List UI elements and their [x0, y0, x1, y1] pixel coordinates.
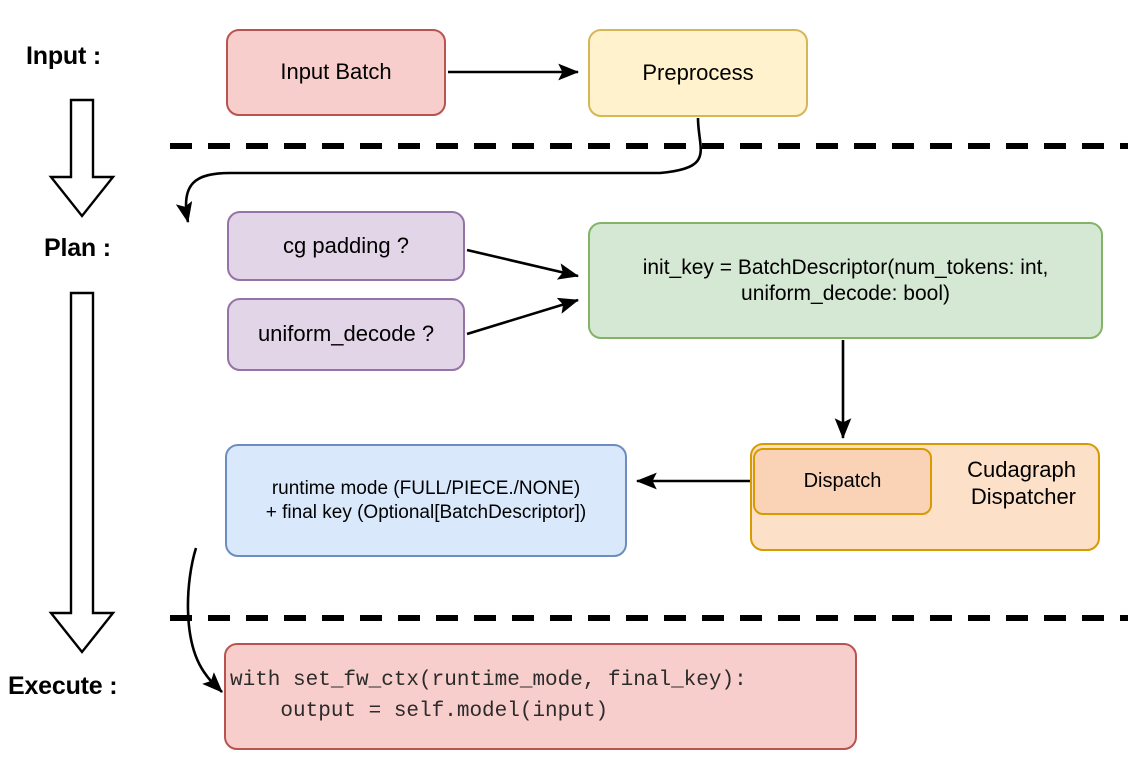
- node-preprocess-label: Preprocess: [642, 59, 754, 85]
- node-runtime-mode[interactable]: runtime mode (FULL/PIECE./NONE) + final …: [225, 444, 627, 557]
- node-runtime-mode-line-2: + final key (Optional[BatchDescriptor]): [265, 501, 587, 523]
- edge-uniform-decode-to-init-key: [466, 297, 579, 336]
- node-input-batch-label: Input Batch: [280, 59, 392, 85]
- node-dispatch-label: Dispatch: [803, 470, 882, 493]
- down-block-arrow-icon-2: [48, 291, 116, 654]
- stage-label-execute: Execute :: [8, 672, 118, 700]
- node-init-key[interactable]: init_key = BatchDescriptor(num_tokens: i…: [588, 222, 1103, 339]
- node-cg-padding-label: cg padding ?: [283, 232, 409, 258]
- node-uniform-decode-label: uniform_decode ?: [257, 321, 435, 347]
- node-input-batch[interactable]: Input Batch: [226, 29, 446, 116]
- node-execute-code-line-1: with set_fw_ctx(runtime_mode, final_key)…: [230, 669, 747, 693]
- stage-label-input: Input :: [26, 42, 101, 70]
- node-execute-code[interactable]: with set_fw_ctx(runtime_mode, final_key)…: [224, 643, 857, 750]
- node-init-key-line-1: init_key = BatchDescriptor(num_tokens: i…: [642, 255, 1049, 279]
- edge-preprocess-to-cg-padding: [175, 117, 703, 224]
- node-cudagraph-dispatcher-line-2: Dispatcher: [970, 483, 1076, 509]
- edge-cg-padding-to-init-key: [466, 248, 580, 280]
- node-preprocess[interactable]: Preprocess: [588, 29, 808, 117]
- node-init-key-line-2: uniform_decode: bool): [741, 281, 950, 305]
- node-uniform-decode[interactable]: uniform_decode ?: [227, 298, 465, 371]
- node-cg-padding[interactable]: cg padding ?: [227, 211, 465, 281]
- node-cudagraph-dispatcher-line-1: Cudagraph: [967, 457, 1076, 482]
- node-dispatch[interactable]: Dispatch: [753, 448, 932, 515]
- edge-runtime-mode-to-execute-code: [186, 547, 223, 693]
- node-execute-code-line-2: output = self.model(input): [230, 699, 609, 723]
- down-block-arrow-icon-1: [48, 98, 116, 218]
- node-runtime-mode-line-1: runtime mode (FULL/PIECE./NONE): [271, 478, 581, 500]
- stage-label-plan: Plan :: [44, 234, 111, 262]
